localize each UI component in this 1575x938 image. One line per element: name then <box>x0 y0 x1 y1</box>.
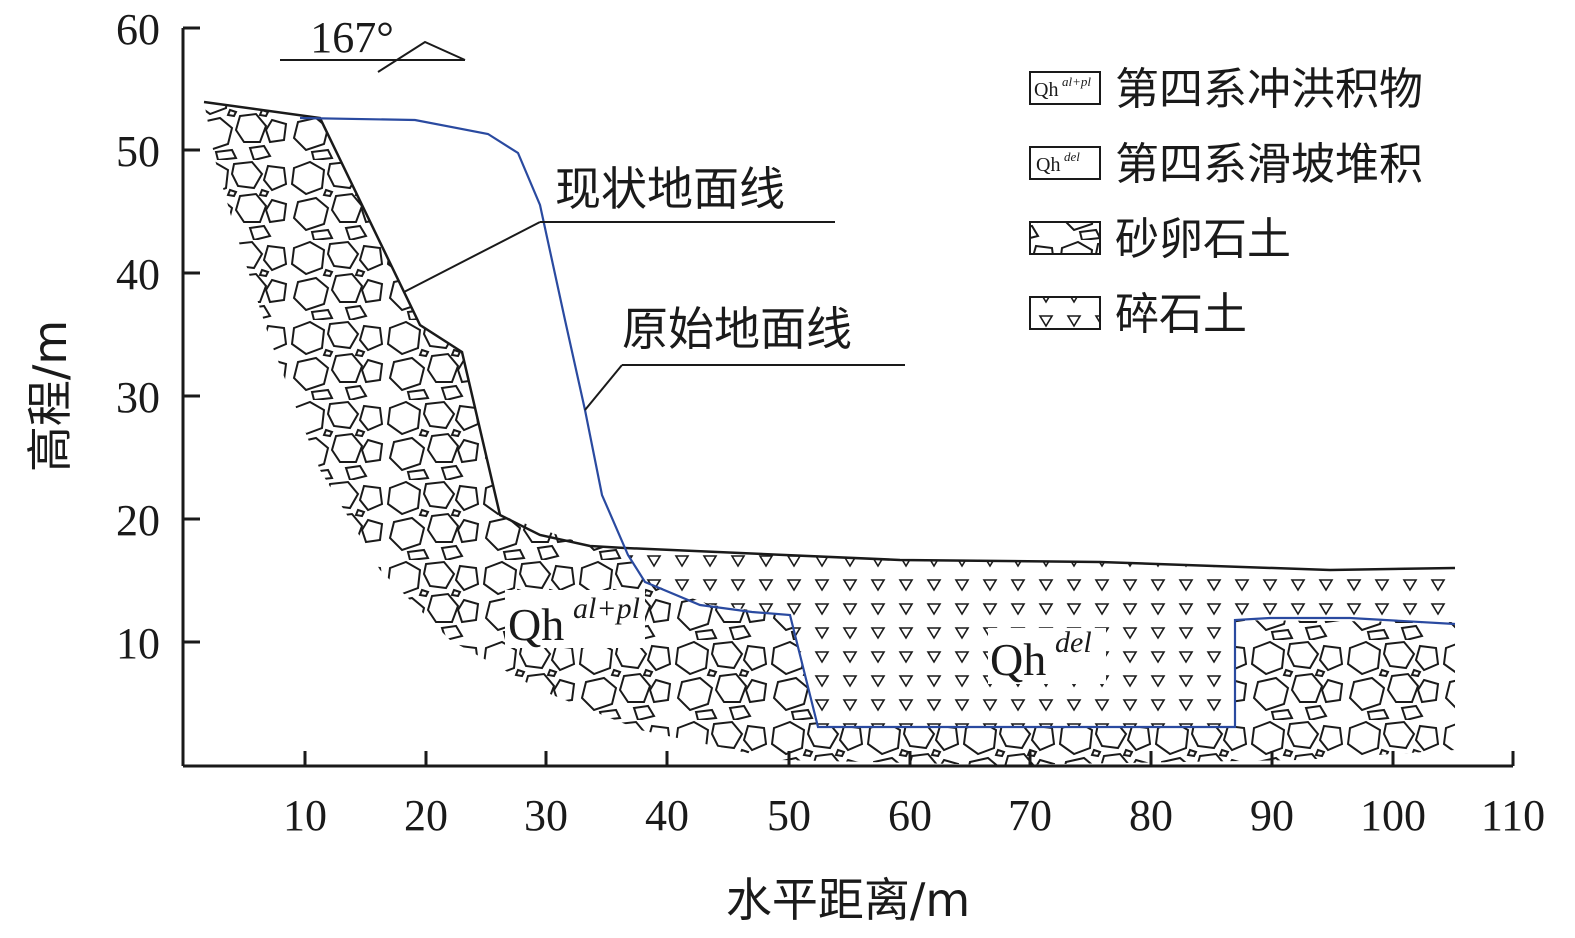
svg-text:Qh: Qh <box>508 599 564 650</box>
legend-item-gravel: 碎石土 <box>1029 289 1247 340</box>
x-tick-label: 110 <box>1481 791 1545 840</box>
x-tick-label: 90 <box>1250 791 1294 840</box>
stratum-label-landslide: Qh del <box>988 626 1106 685</box>
x-tick-label: 40 <box>645 791 689 840</box>
svg-text:砂卵石土: 砂卵石土 <box>1115 214 1291 265</box>
legend-item-landslide: Qh del 第四系滑坡堆积 <box>1029 139 1423 190</box>
y-tick-label: 60 <box>116 5 160 54</box>
x-tick-label: 80 <box>1129 791 1173 840</box>
current-ground-line <box>203 100 1456 572</box>
y-tick-label: 40 <box>116 250 160 299</box>
y-tick-label: 20 <box>116 496 160 545</box>
svg-text:del: del <box>1064 149 1080 164</box>
svg-text:167°: 167° <box>310 13 394 62</box>
svg-text:del: del <box>1055 626 1092 659</box>
y-tick-label: 50 <box>116 127 160 176</box>
legend: Qh al+pl 第四系冲洪积物 Qh del 第四系滑坡堆积 砂卵石土 碎石土 <box>1029 64 1423 340</box>
svg-text:Qh: Qh <box>990 634 1046 685</box>
x-tick-label: 20 <box>404 791 448 840</box>
stratum-label-alluvial: Qh al+pl <box>505 590 645 650</box>
x-tick-label: 70 <box>1008 791 1052 840</box>
x-tick-label: 30 <box>524 791 568 840</box>
y-ticks <box>183 26 200 644</box>
svg-text:Qh: Qh <box>1034 79 1058 101</box>
legend-item-cobble: 砂卵石土 <box>1029 214 1291 265</box>
svg-text:原始地面线: 原始地面线 <box>622 302 852 356</box>
legend-item-alluvial: Qh al+pl 第四系冲洪积物 <box>1029 64 1423 115</box>
x-axis-title: 水平距离/m <box>726 873 970 927</box>
x-tick-label: 50 <box>767 791 811 840</box>
y-tick-label: 30 <box>116 373 160 422</box>
svg-text:al+pl: al+pl <box>1062 74 1091 89</box>
svg-text:碎石土: 碎石土 <box>1115 289 1247 340</box>
x-tick-label: 100 <box>1360 791 1426 840</box>
svg-text:Qh: Qh <box>1036 154 1060 176</box>
x-ticks <box>303 751 1515 766</box>
x-tick-label: 60 <box>888 791 932 840</box>
svg-text:现状地面线: 现状地面线 <box>555 162 785 216</box>
original-ground-line <box>299 116 1456 729</box>
svg-text:第四系冲洪积物: 第四系冲洪积物 <box>1115 64 1423 115</box>
x-tick-label: 10 <box>283 791 327 840</box>
original-ground-callout: 原始地面线 <box>584 302 905 411</box>
y-axis-title: 高程/m <box>23 320 77 472</box>
y-tick-label: 10 <box>116 619 160 668</box>
current-ground-callout: 现状地面线 <box>403 162 835 293</box>
orientation-marker: 167° <box>280 13 466 73</box>
svg-text:al+pl: al+pl <box>573 592 640 625</box>
svg-text:第四系滑坡堆积: 第四系滑坡堆积 <box>1115 139 1423 190</box>
